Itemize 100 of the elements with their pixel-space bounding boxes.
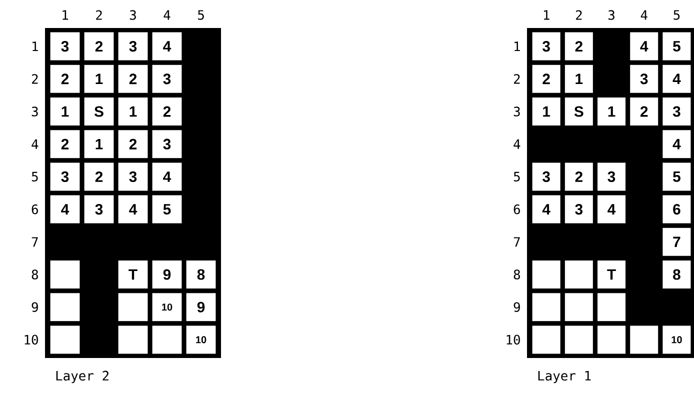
cell-value: 8 <box>186 260 216 290</box>
row-number: 9 <box>32 302 38 312</box>
cell-value: 3 <box>118 32 148 61</box>
cell-value: 3 <box>50 32 80 61</box>
row-number: 4 <box>32 139 38 149</box>
cell-value: T <box>118 260 148 290</box>
empty-cell <box>630 325 659 354</box>
empty-cell <box>532 325 561 354</box>
node-label: Layer 1 <box>538 370 591 384</box>
cell-value: 3 <box>532 162 561 192</box>
cell-value: 10 <box>186 325 216 354</box>
column-number: 5 <box>198 10 204 20</box>
cell-value: 2 <box>564 162 594 192</box>
empty-cell <box>564 325 594 354</box>
cell-value: 8 <box>662 260 692 290</box>
row-number: 1 <box>32 42 38 52</box>
cell-value: 1 <box>50 96 80 126</box>
empty-cell <box>50 325 80 354</box>
cell-value: 2 <box>118 64 148 94</box>
cell-value: 10 <box>152 292 182 322</box>
cell-value: 4 <box>152 32 182 61</box>
cell-value: 3 <box>118 162 148 192</box>
cell-value: 5 <box>662 32 692 61</box>
cell-value: 3 <box>50 162 80 192</box>
row-number: 8 <box>514 270 520 280</box>
cell-value: 7 <box>662 227 692 256</box>
row-number: 2 <box>32 74 38 84</box>
cell-value: 2 <box>50 64 80 94</box>
cell-value: 2 <box>152 96 182 126</box>
cell-value: 9 <box>152 260 182 290</box>
empty-cell <box>118 325 148 354</box>
row-number: 9 <box>514 302 520 312</box>
cell-value: 4 <box>532 194 561 224</box>
row-number: 6 <box>514 204 520 214</box>
cell-value: 1 <box>84 64 114 94</box>
cell-value: 3 <box>596 162 626 192</box>
node-label: Layer 2 <box>56 370 108 384</box>
cell-value: 3 <box>152 130 182 159</box>
cell-value: 2 <box>50 130 80 159</box>
empty-cell <box>564 292 594 322</box>
row-number: 4 <box>514 139 520 149</box>
cell-value: 2 <box>84 162 114 192</box>
cell-value: 10 <box>662 325 692 354</box>
column-number: 5 <box>674 10 680 20</box>
row-number: 1 <box>514 42 520 52</box>
cell-value: 4 <box>50 194 80 224</box>
column-number: 3 <box>608 10 614 20</box>
cell-value: 3 <box>564 194 594 224</box>
cell-value: 3 <box>630 64 659 94</box>
empty-cell <box>532 292 561 322</box>
row-number: 7 <box>514 237 520 247</box>
cell-value: S <box>564 96 594 126</box>
cell-value: 3 <box>84 194 114 224</box>
row-number: 6 <box>32 204 38 214</box>
column-number: 4 <box>164 10 170 20</box>
empty-cell <box>118 292 148 322</box>
empty-cell <box>50 260 80 290</box>
row-number: 7 <box>32 237 38 247</box>
column-number: 1 <box>544 10 550 20</box>
cell-value: 1 <box>596 96 626 126</box>
row-number: 5 <box>32 172 38 182</box>
cell-value: 4 <box>152 162 182 192</box>
cell-value: 3 <box>662 96 692 126</box>
cell-value: 3 <box>152 64 182 94</box>
row-number: 5 <box>514 172 520 182</box>
empty-cell <box>564 260 594 290</box>
cell-value: S <box>84 96 114 126</box>
column-number: 2 <box>576 10 582 20</box>
cell-value: 2 <box>532 64 561 94</box>
cell-value: 4 <box>118 194 148 224</box>
cell-value: T <box>596 260 626 290</box>
row-number: 8 <box>32 270 38 280</box>
cell-value: 1 <box>84 130 114 159</box>
cell-value: 4 <box>596 194 626 224</box>
cell-value: 3 <box>532 32 561 61</box>
row-number: 10 <box>24 334 38 345</box>
cell-value: 6 <box>662 194 692 224</box>
empty-cell <box>50 292 80 322</box>
cell-value: 2 <box>564 32 594 61</box>
column-number: 3 <box>130 10 136 20</box>
cell-value: 1 <box>118 96 148 126</box>
column-number: 1 <box>62 10 68 20</box>
column-number: 2 <box>96 10 102 20</box>
row-number: 3 <box>32 106 38 116</box>
cell-value: 5 <box>152 194 182 224</box>
cell-value: 2 <box>630 96 659 126</box>
cell-value: 4 <box>662 64 692 94</box>
cell-value: 1 <box>564 64 594 94</box>
cell-value: 4 <box>662 130 692 159</box>
empty-cell <box>596 292 626 322</box>
row-number: 10 <box>506 334 520 345</box>
empty-cell <box>532 260 561 290</box>
cell-value: 2 <box>118 130 148 159</box>
empty-cell <box>152 325 182 354</box>
column-number: 4 <box>640 10 648 20</box>
row-number: 3 <box>514 106 520 116</box>
cell-value: 9 <box>186 292 216 322</box>
cell-value: 4 <box>630 32 659 61</box>
cell-value: 2 <box>84 32 114 61</box>
cell-value: 1 <box>532 96 561 126</box>
